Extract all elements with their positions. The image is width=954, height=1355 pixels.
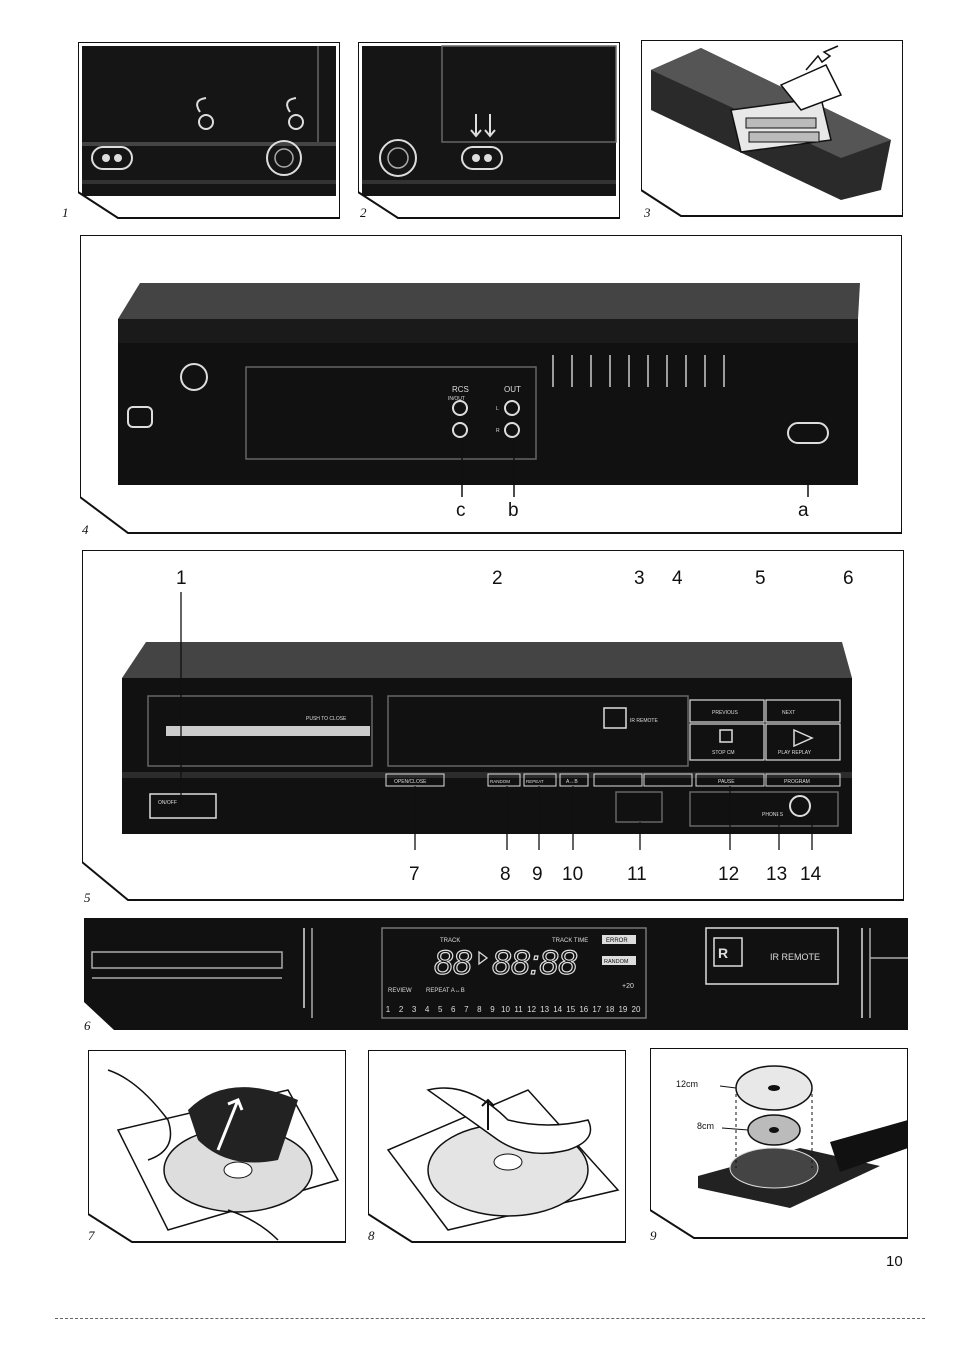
label-ir-remote: IR REMOTE <box>630 718 658 724</box>
figure-7-number: 7 <box>88 1228 95 1243</box>
callout-5-3: 3 <box>634 568 645 589</box>
callout-4-a: a <box>798 500 809 521</box>
display-track-time: TRACK TIME <box>552 938 588 944</box>
callout-4-b: b <box>508 500 519 521</box>
track-number: 4 <box>425 1005 430 1014</box>
svg-text:R: R <box>718 945 728 961</box>
figure-6: TRACK TRACK TIME ERROR 88 88:88 RANDOM +… <box>84 918 908 1030</box>
rear-label-out: OUT <box>504 385 521 394</box>
figure-6-number: 6 <box>84 1018 91 1033</box>
figure-1 <box>78 42 340 219</box>
track-number: 16 <box>579 1005 588 1014</box>
figure-4: RCS IN/OUT OUT L R <box>80 235 902 534</box>
display-track: TRACK <box>440 938 460 944</box>
figure-2-number: 2 <box>360 205 367 220</box>
display-ir-remote: IR REMOTE <box>770 952 820 962</box>
track-number: 8 <box>477 1005 482 1014</box>
track-number: 7 <box>464 1005 469 1014</box>
track-number: 6 <box>451 1005 456 1014</box>
track-number: 20 <box>632 1005 641 1014</box>
rear-label-l: L <box>496 406 499 412</box>
callout-5-7: 7 <box>409 864 420 885</box>
figure-8 <box>368 1050 626 1243</box>
label-stop-cm: STOP CM <box>712 750 735 756</box>
label-open-close: OPEN/CLOSE <box>394 779 427 785</box>
figure-3 <box>641 40 903 217</box>
track-number: 2 <box>399 1005 404 1014</box>
callout-5-11: 11 <box>627 864 647 885</box>
figure-5-number: 5 <box>84 890 91 905</box>
rear-label-r: R <box>496 428 500 434</box>
figure-7 <box>88 1050 346 1243</box>
label-repeat: REPEAT <box>526 779 544 784</box>
display-repeat: REPEAT A↔B <box>426 988 465 994</box>
figure-5: PUSH TO CLOSE IR REMOTE PREVIOUS NEXT ST… <box>82 550 904 901</box>
track-number: 18 <box>605 1005 614 1014</box>
callout-5-1: 1 <box>176 568 187 589</box>
label-8cm: 8cm <box>697 1121 715 1131</box>
label-power: ON/OFF <box>158 800 177 806</box>
figure-4-number: 4 <box>82 522 89 537</box>
callout-5-2: 2 <box>492 568 503 589</box>
label-program: PROGRAM <box>784 779 810 785</box>
label-random: RANDOM <box>490 779 510 784</box>
page-number: 10 <box>886 1253 903 1270</box>
label-12cm: 12cm <box>676 1079 699 1089</box>
figure-9 <box>650 1048 908 1239</box>
callout-5-8: 8 <box>500 864 511 885</box>
display-error: ERROR <box>606 938 628 944</box>
label-next: NEXT <box>782 710 795 716</box>
callout-5-9: 9 <box>532 864 543 885</box>
rear-label-rcs: RCS <box>452 385 469 394</box>
callout-5-6: 6 <box>843 568 854 589</box>
track-number: 3 <box>412 1005 417 1014</box>
callout-5-10: 10 <box>562 864 584 885</box>
callout-4-c: c <box>456 500 466 521</box>
display-digits-time: 88:88 <box>492 944 577 982</box>
figure-9-number: 9 <box>650 1228 657 1243</box>
display-plus20: +20 <box>622 983 634 990</box>
track-number: 11 <box>514 1005 523 1014</box>
label-push-to-close: PUSH TO CLOSE <box>306 716 347 722</box>
callout-5-4: 4 <box>672 568 683 589</box>
track-number: 15 <box>566 1005 575 1014</box>
display-digits-track: 88 <box>434 944 472 982</box>
footer-rule <box>55 1318 925 1319</box>
track-number: 9 <box>490 1005 495 1014</box>
track-number: 19 <box>618 1005 627 1014</box>
track-number: 10 <box>501 1005 510 1014</box>
track-number: 14 <box>553 1005 562 1014</box>
figure-2 <box>358 42 620 219</box>
figure-1-number: 1 <box>62 205 69 220</box>
rear-label-rcs-sub: IN/OUT <box>448 396 465 402</box>
display-random: RANDOM <box>604 959 629 965</box>
figure-8-number: 8 <box>368 1228 375 1243</box>
display-review: REVIEW <box>388 988 412 994</box>
track-number: 1 <box>386 1005 391 1014</box>
label-phones: PHONES <box>762 812 784 818</box>
label-previous: PREVIOUS <box>712 710 739 716</box>
callout-5-12: 12 <box>718 864 740 885</box>
figure-3-number: 3 <box>644 205 651 220</box>
callout-5-14: 14 <box>800 864 822 885</box>
label-a-b: A↔B <box>566 779 578 785</box>
callout-5-13: 13 <box>766 864 788 885</box>
track-number: 17 <box>592 1005 601 1014</box>
label-play-replay: PLAY REPLAY <box>778 750 812 756</box>
track-number: 13 <box>540 1005 549 1014</box>
track-number: 12 <box>527 1005 536 1014</box>
callout-5-5: 5 <box>755 568 766 589</box>
track-number: 5 <box>438 1005 443 1014</box>
label-pause: PAUSE <box>718 779 735 785</box>
